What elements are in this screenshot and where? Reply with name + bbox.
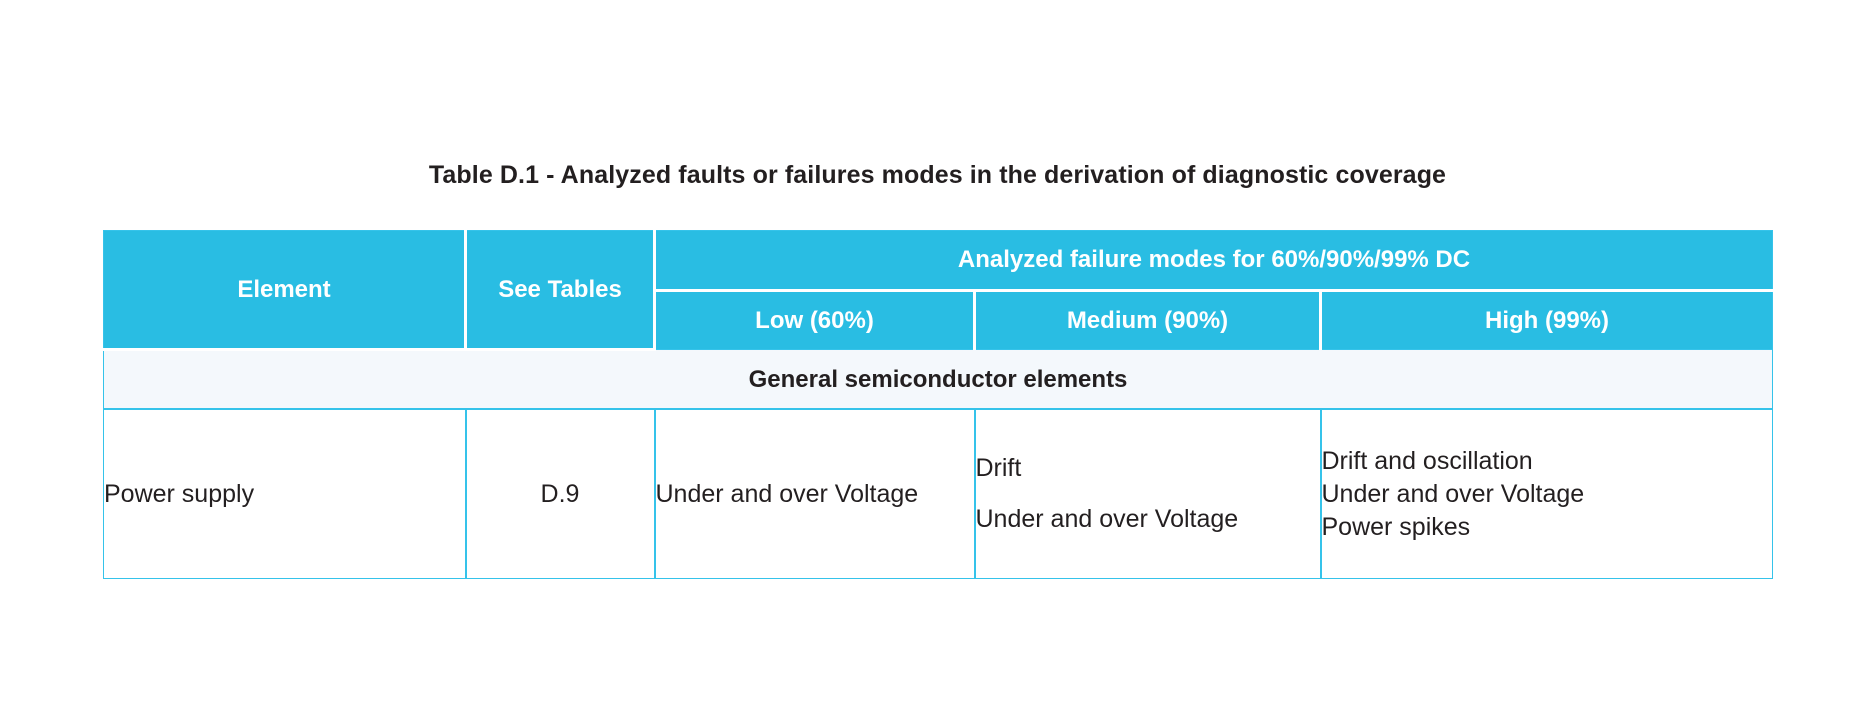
table-container: Element See Tables Analyzed failure mode… bbox=[103, 230, 1774, 579]
header-cell-see-tables: See Tables bbox=[464, 230, 656, 351]
low-mode-list: Under and over Voltage bbox=[656, 478, 974, 511]
see-tables-line-1: See bbox=[498, 275, 541, 303]
table-header-row-secondary: Low (60%) Medium (90%) High (99%) bbox=[104, 290, 1773, 350]
header-cell-medium: Medium (90%) bbox=[973, 290, 1322, 350]
diagnostic-coverage-table: Element See Tables Analyzed failure mode… bbox=[103, 230, 1774, 579]
header-cell-analyzed-failure-modes: Analyzed failure modes for 60%/90%/99% D… bbox=[652, 230, 1773, 292]
cell-element-power-supply: Power supply bbox=[103, 409, 466, 579]
cell-see-tables-d9: D.9 bbox=[464, 409, 655, 579]
section-label-general-semiconductor-elements: General semiconductor elements bbox=[103, 349, 1773, 410]
high-mode-item: Drift and oscillation bbox=[1321, 446, 1533, 475]
high-mode-item: Power spikes bbox=[1321, 512, 1471, 541]
medium-mode-list: Drift Under and over Voltage bbox=[976, 452, 1320, 536]
header-cell-high: High (99%) bbox=[1318, 290, 1773, 350]
table-row: Power supply D.9 Under and over Voltage … bbox=[103, 409, 1773, 579]
section-band-row: General semiconductor elements bbox=[103, 349, 1773, 410]
high-mode-list: Drift and oscillation Under and over Vol… bbox=[1322, 445, 1773, 544]
table-title: Table D.1 - Analyzed faults or failures … bbox=[428, 161, 1447, 189]
low-mode-item: Under and over Voltage bbox=[655, 479, 919, 508]
medium-mode-item: Under and over Voltage bbox=[975, 505, 1239, 533]
table-header-row-primary: Element See Tables Analyzed failure mode… bbox=[103, 230, 1773, 351]
cell-low-failure-modes: Under and over Voltage bbox=[653, 409, 975, 579]
header-cell-element: Element bbox=[103, 230, 467, 351]
high-mode-item: Under and over Voltage bbox=[1321, 479, 1585, 508]
header-cell-low: Low (60%) bbox=[653, 290, 976, 350]
medium-mode-item: Drift bbox=[975, 454, 1022, 482]
cell-high-failure-modes: Drift and oscillation Under and over Vol… bbox=[1319, 409, 1773, 579]
cell-medium-failure-modes: Drift Under and over Voltage bbox=[973, 409, 1321, 579]
see-tables-line-2: Tables bbox=[547, 275, 622, 303]
